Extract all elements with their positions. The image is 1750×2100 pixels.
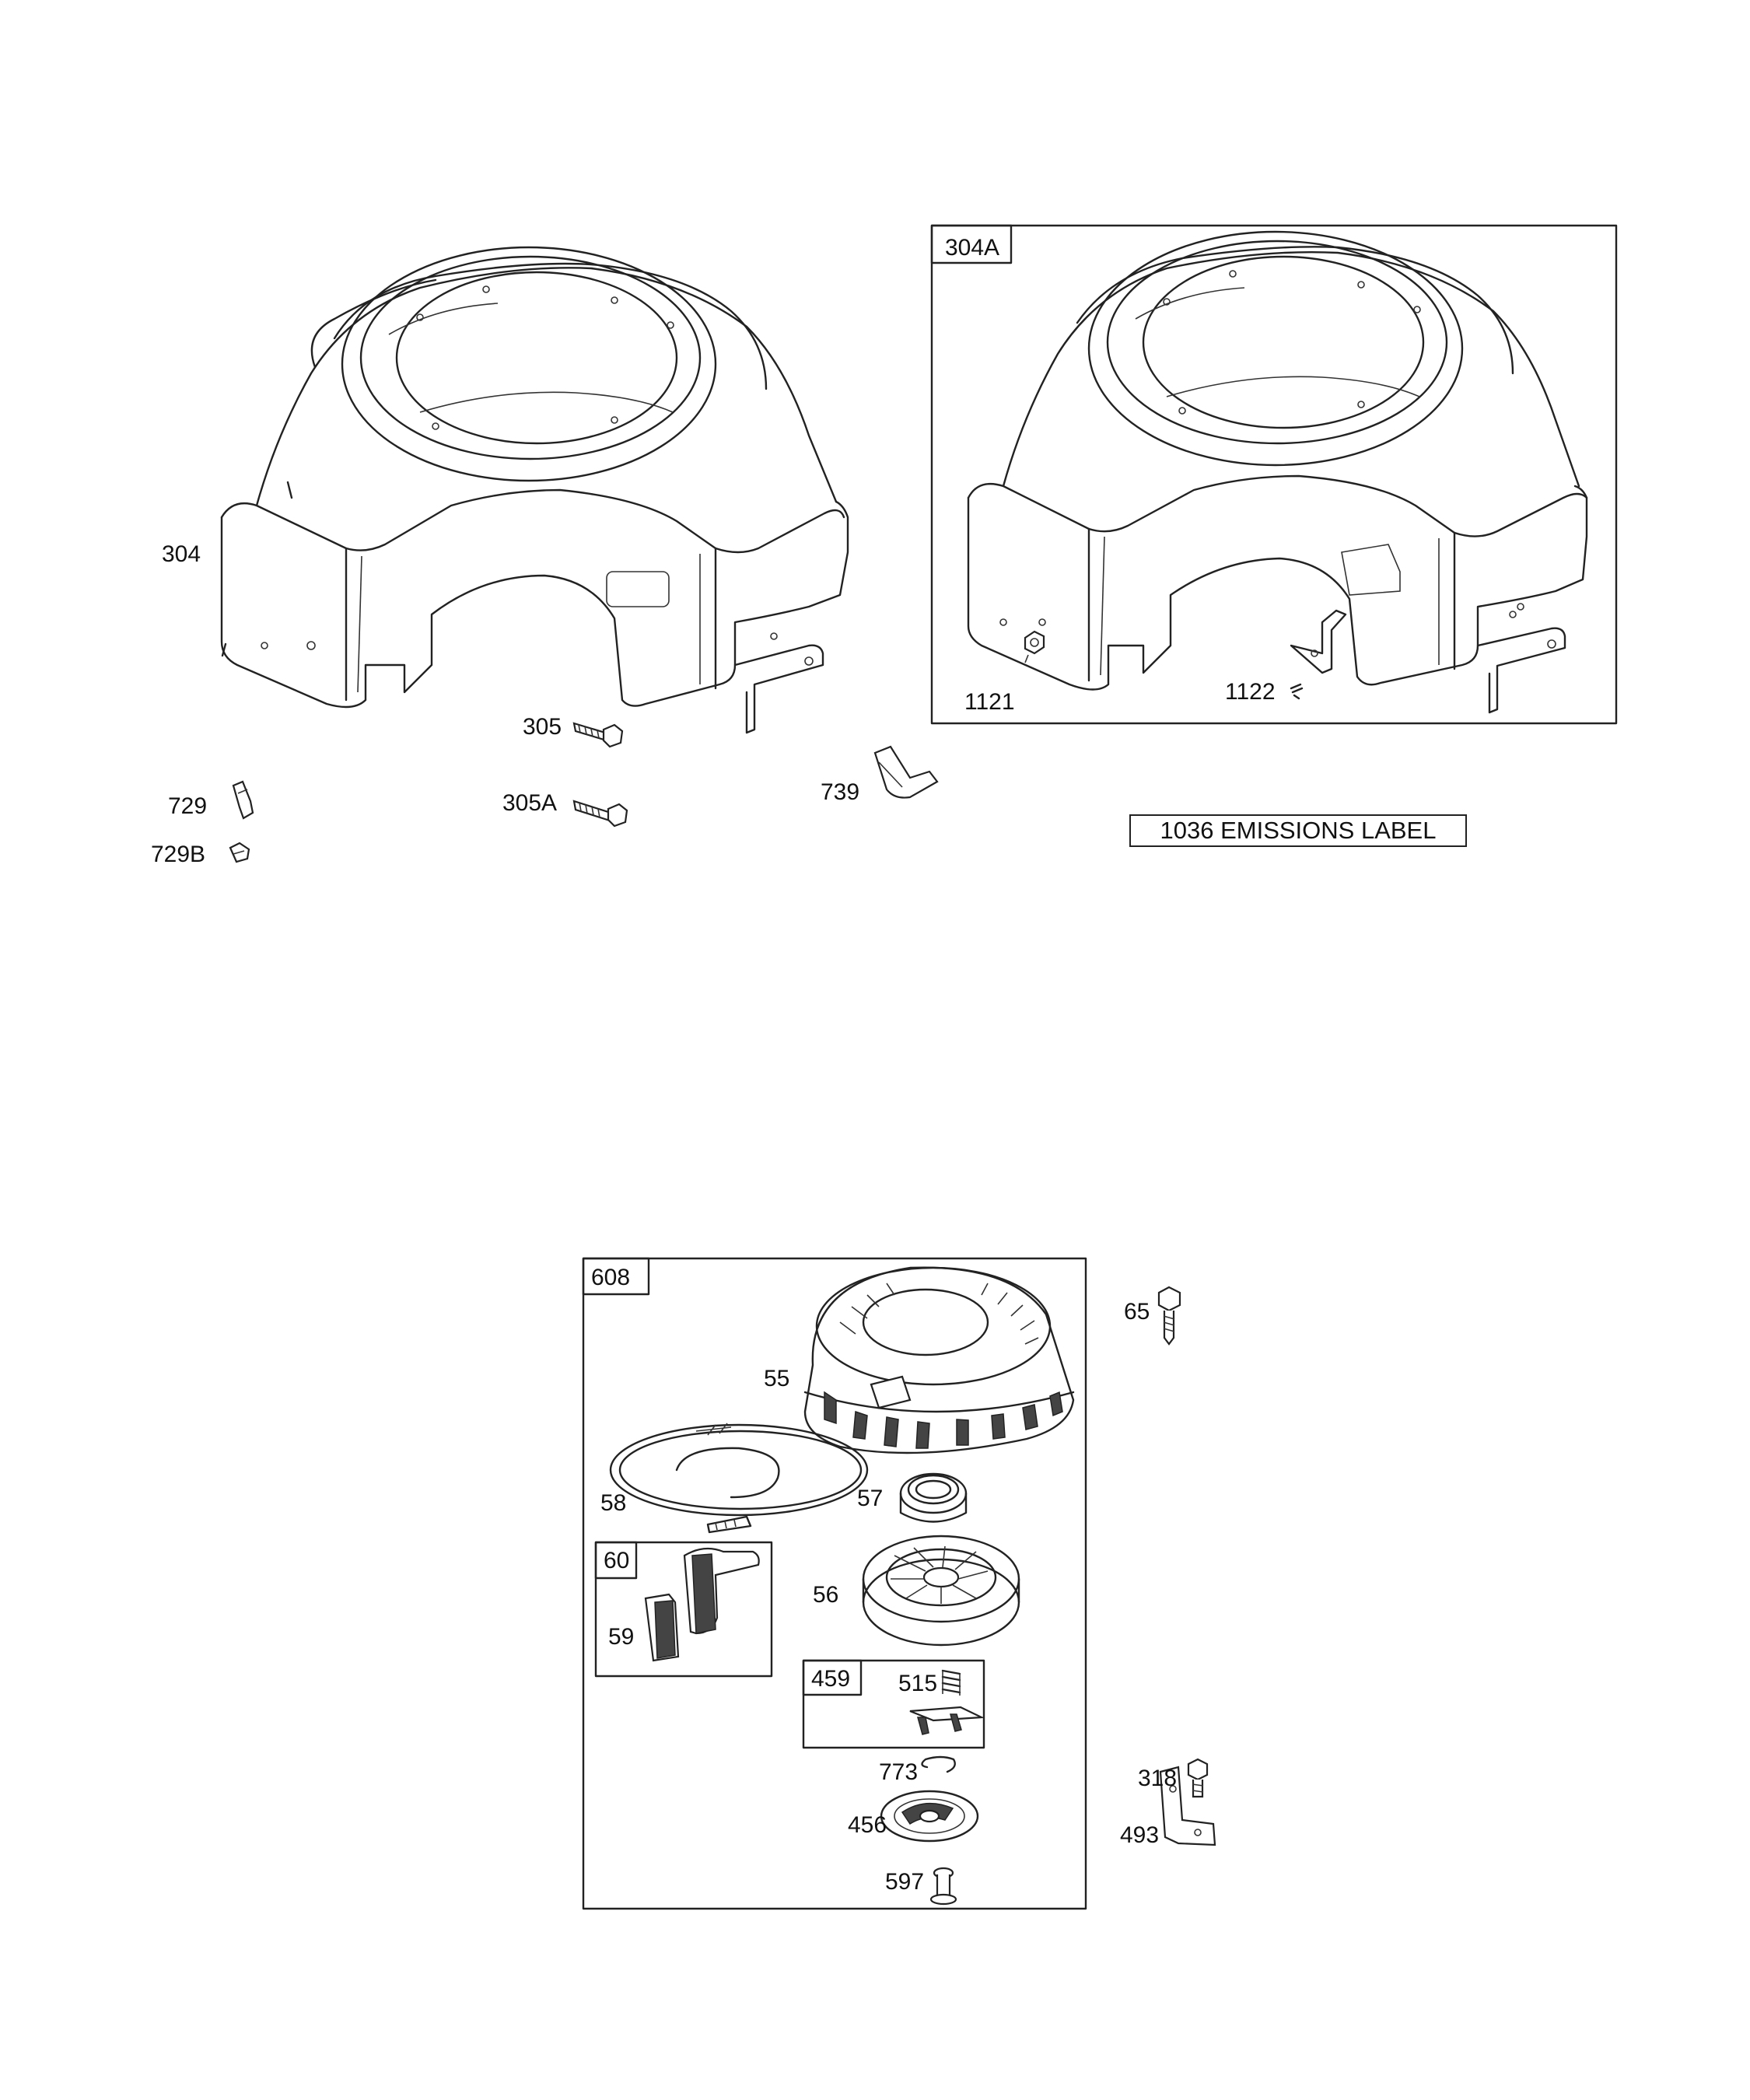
box-304a xyxy=(930,224,1618,725)
plate-456-drawing xyxy=(880,1790,979,1843)
blower-housing-304-drawing xyxy=(220,246,849,734)
label-1121: 1121 xyxy=(964,689,1015,715)
label-305: 305 xyxy=(523,714,562,740)
starter-housing-55-drawing xyxy=(803,1266,1075,1454)
label-729: 729 xyxy=(168,793,208,819)
label-1122: 1122 xyxy=(1225,679,1276,705)
label-773: 773 xyxy=(879,1759,919,1785)
label-58: 58 xyxy=(600,1490,627,1516)
emissions-label-box: 1036 EMISSIONS LABEL xyxy=(1129,814,1467,847)
label-57: 57 xyxy=(857,1486,884,1511)
label-597: 597 xyxy=(885,1869,925,1895)
bolt-305-drawing xyxy=(572,722,624,748)
spring-57-drawing xyxy=(899,1472,968,1523)
bracket-493-drawing xyxy=(1159,1766,1216,1846)
label-305a: 305A xyxy=(502,790,558,816)
pawl-drawing xyxy=(909,1706,985,1735)
label-493: 493 xyxy=(1120,1822,1160,1848)
bolt-318-drawing xyxy=(1187,1758,1209,1798)
box-459 xyxy=(802,1659,985,1749)
label-739: 739 xyxy=(821,779,860,805)
pulley-56-drawing xyxy=(862,1535,1020,1647)
box-608 xyxy=(582,1257,1087,1910)
label-459: 459 xyxy=(811,1666,851,1692)
clip-729b-drawing xyxy=(229,842,250,863)
bolt-65-drawing xyxy=(1157,1286,1181,1346)
retainer-773-drawing xyxy=(921,1755,956,1773)
label-55: 55 xyxy=(764,1366,790,1391)
label-304a: 304A xyxy=(945,235,1000,261)
label-304: 304 xyxy=(162,541,201,567)
bolt-305a-drawing xyxy=(572,800,628,828)
label-59: 59 xyxy=(608,1624,635,1650)
spring-515-drawing xyxy=(941,1669,961,1696)
label-456: 456 xyxy=(848,1812,887,1838)
label-608: 608 xyxy=(591,1265,631,1290)
label-515: 515 xyxy=(898,1671,938,1696)
rope-58-drawing xyxy=(609,1423,869,1534)
box-60 xyxy=(594,1541,773,1678)
label-60: 60 xyxy=(604,1548,630,1573)
label-729b: 729B xyxy=(151,842,206,867)
label-318: 318 xyxy=(1138,1766,1178,1791)
nut-1121-drawing xyxy=(1024,630,1045,663)
handle-59-drawing xyxy=(644,1547,760,1662)
label-56: 56 xyxy=(813,1582,839,1608)
blower-housing-304a-drawing xyxy=(967,230,1588,714)
clip-729-drawing xyxy=(232,780,254,820)
clip-739-drawing xyxy=(873,745,939,799)
label-65: 65 xyxy=(1124,1299,1150,1325)
screw-597-drawing xyxy=(929,1867,957,1906)
